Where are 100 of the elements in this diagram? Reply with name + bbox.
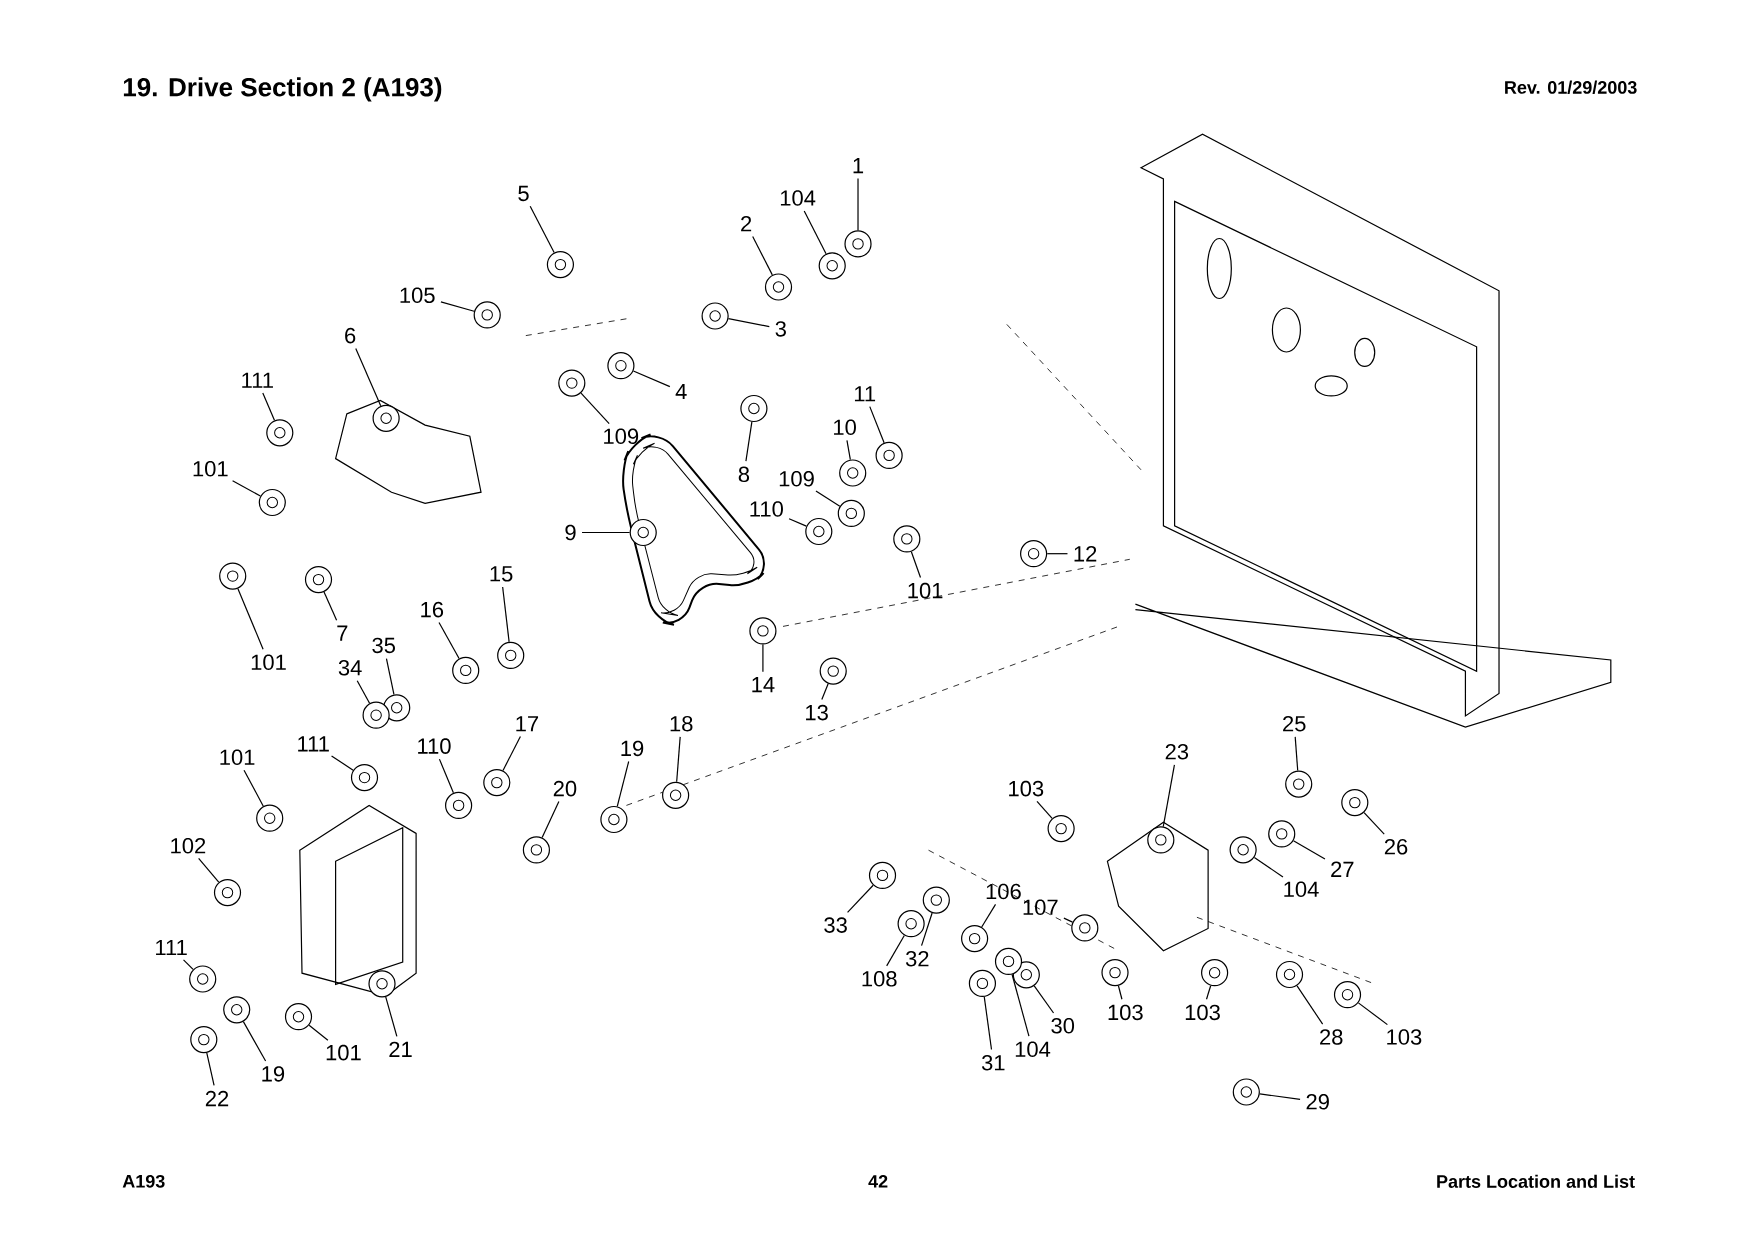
title: 19. Drive Section 2 (A193) [123,77,442,102]
leader-line [541,801,560,839]
callout-number: 101 [251,654,286,670]
callout-number: 14 [752,677,775,693]
callout-number: 18 [670,715,693,732]
leader-line [886,934,905,967]
callout-number: 35 [372,637,395,654]
gear-drawing [1047,815,1075,843]
gear-drawing [819,657,847,685]
callout-number: 33 [824,917,847,933]
leader-line [1117,985,1123,1000]
leader-line [502,586,510,643]
callout-number: 108 [862,971,897,987]
callout-number: 101 [193,460,228,477]
callout-number: 13 [806,704,828,721]
leader-line [1363,811,1385,835]
callout-number: 32 [905,950,929,967]
callout-number: 15 [490,566,513,582]
leader-line [438,621,460,660]
callout-number: 17 [516,716,539,732]
callout-number: 1 [853,158,864,174]
callout-number: 104 [1015,1041,1051,1058]
callout-number: 107 [1023,899,1058,915]
callout-number: 106 [986,883,1021,900]
gear-drawing [546,251,574,279]
gear-drawing [893,525,921,553]
callout-number: 16 [421,601,444,618]
callout-number: 3 [775,321,786,337]
gear-drawing [839,459,867,487]
callout-number: 109 [779,471,814,487]
leader-line [752,235,773,276]
callout-number: 111 [242,372,273,388]
leader-line [356,680,371,704]
callout-number: 6 [345,327,356,344]
callout-number: 103 [1108,1004,1143,1021]
gear-drawing [805,517,833,546]
callout-number: 103 [1387,1029,1422,1045]
leader-line [1162,764,1176,828]
callout-number: 8 [738,466,750,483]
gear-drawing [629,518,657,547]
callout-number: 23 [1165,743,1189,760]
callout-number: 103 [1009,780,1044,797]
leader-line [232,480,261,497]
gear-drawing [362,701,390,729]
leader-line [1292,840,1326,860]
gear-drawing [1101,959,1129,987]
gear-drawing [875,441,903,469]
revision-date: Rev. 01/29/2003 [1505,80,1637,94]
callout-number: 9 [565,524,576,541]
leader-line [529,205,555,254]
callout-number: 26 [1384,839,1408,855]
leader-line [920,912,933,947]
callout-number: 109 [604,428,639,445]
leader-line [385,996,398,1037]
leader-line [330,755,354,771]
gear-drawing [1020,540,1048,568]
gear-drawing [483,769,511,797]
gear-drawing [749,617,777,645]
gear-drawing [701,302,729,330]
leader-line [385,657,395,696]
callout-number: 105 [400,287,435,304]
leader-line [1259,1093,1301,1100]
callout-number: 101 [908,582,943,599]
leader-line [1036,800,1053,819]
leader-line [762,643,764,673]
callout-number: 111 [298,736,329,752]
gear-drawing [189,965,217,993]
gear-drawing [662,781,690,809]
gear-drawing [740,394,768,423]
footer-text: Parts Location and List [1437,1174,1635,1188]
callout-number: 104 [1284,881,1319,898]
callout-number: 110 [750,501,783,517]
leader-line [262,392,276,421]
gear-drawing [452,656,480,684]
leader-line [237,588,264,650]
leader-line [1294,736,1299,772]
leader-line [846,884,874,914]
callout-number: 101 [326,1044,361,1061]
leader-line [502,735,521,772]
gear-drawing [350,764,379,792]
gear-drawing [844,230,872,258]
leader-line [821,683,829,701]
callout-number: 19 [621,740,644,757]
gear-drawing [372,404,400,432]
leader-line [616,760,630,807]
leader-line [803,210,827,255]
gear-drawing [497,641,525,669]
leader-line [1063,917,1074,923]
callout-number: 22 [205,1090,229,1107]
leader-line [788,518,807,527]
leader-line [1357,1002,1388,1026]
leader-line [580,392,610,425]
gear-drawing [1333,981,1362,1009]
gear-drawing [600,805,628,834]
gear-drawing [190,1026,218,1054]
callout-number: 19 [262,1066,285,1082]
leader-line [440,301,475,312]
gear-drawing [818,252,846,280]
gear-drawing [961,925,989,953]
leader-line [1011,973,1030,1037]
